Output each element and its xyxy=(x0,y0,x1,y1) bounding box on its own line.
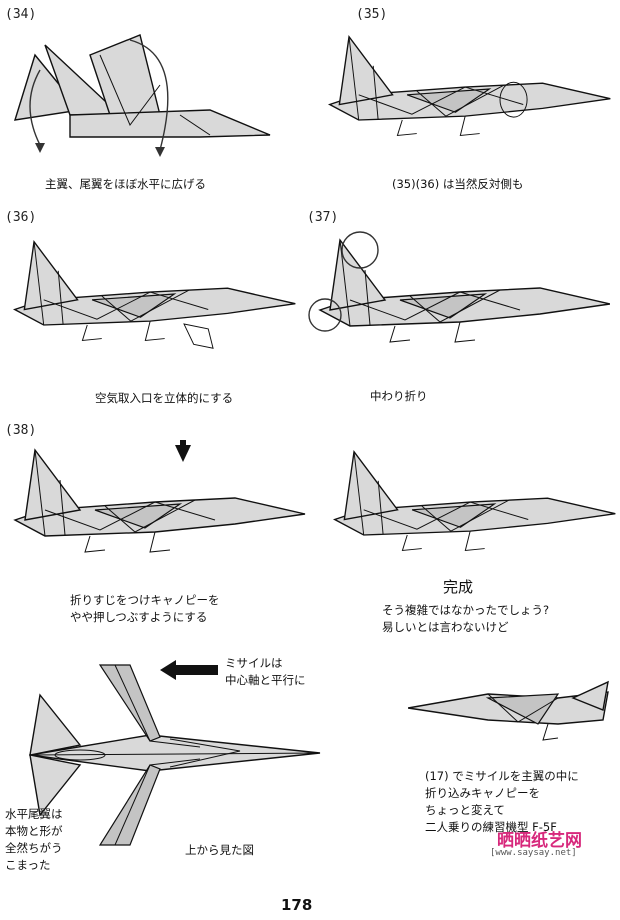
step-34-illustration xyxy=(14,34,271,157)
step-38-illustration xyxy=(14,440,306,553)
missile-note: ミサイルは 中心軸と平行に xyxy=(225,656,306,687)
step-38-number: (38) xyxy=(5,423,37,438)
variant-illustration xyxy=(408,680,609,741)
top-view-illustration xyxy=(29,664,321,846)
step-37-illustration xyxy=(308,231,610,343)
step-38-caption: 折りすじをつけキャノピーを やや押しつぶすようにする xyxy=(70,593,220,624)
tail-note: 水平尾翼は 本物と形が 全然ちがう こまった xyxy=(5,807,63,872)
step-34-caption: 主翼、尾翼をほぼ水平に広げる xyxy=(45,177,206,191)
step-35-caption: (35)(36) は当然反対側も xyxy=(392,177,524,191)
variant-note: (17) でミサイルを主翼の中に 折り込みキャノピーを ちょっと変えて 二人乗り… xyxy=(425,769,579,834)
step-34-number: (34) xyxy=(5,7,37,22)
finished-title: 完成 xyxy=(443,578,474,596)
missile-direction-arrow xyxy=(160,660,218,680)
top-view-label: 上から見た図 xyxy=(185,843,254,857)
step-37-number: (37) xyxy=(307,210,339,225)
watermark-url: [www.saysay.net] xyxy=(490,848,577,858)
step-37-caption: 中わり折り xyxy=(370,389,428,403)
page-number: 178 xyxy=(281,896,313,914)
step-36-number: (36) xyxy=(5,210,37,225)
finished-note: そう複雑ではなかったでしょう? 易しいとは言わないけど xyxy=(382,603,550,634)
step-36-illustration xyxy=(14,241,296,349)
step-35-illustration xyxy=(329,36,611,137)
watermark-name: 晒晒纸艺网 xyxy=(497,831,582,851)
finished-illustration xyxy=(334,451,616,552)
step-35-number: (35) xyxy=(356,7,388,22)
step-36-caption: 空気取入口を立体的にする xyxy=(95,391,234,405)
